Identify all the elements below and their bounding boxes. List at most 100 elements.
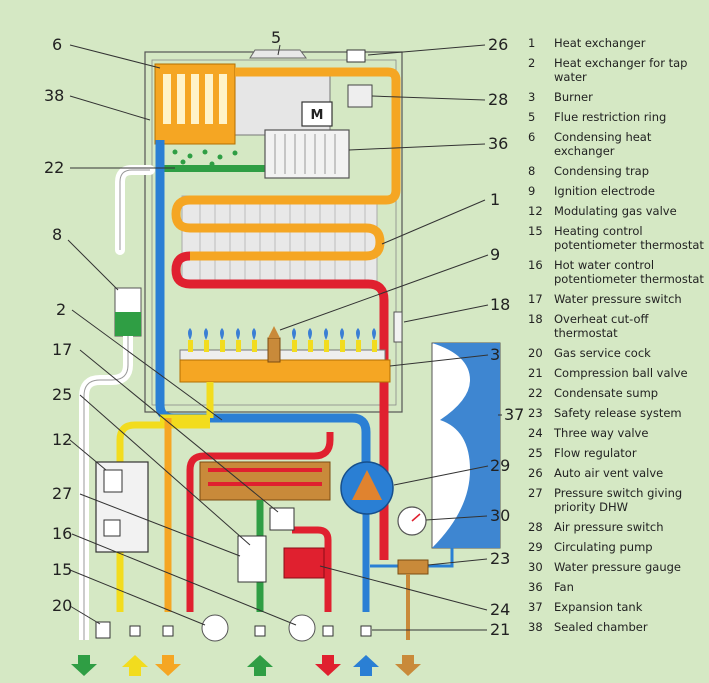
legend-text: Gas service cock — [554, 346, 651, 360]
legend-number: 26 — [528, 466, 543, 480]
legend-text: Condensate sump — [554, 386, 659, 400]
heating-flow-red-pipe — [186, 432, 334, 612]
callout-24: 24 — [490, 600, 510, 619]
legend-text: Sealed chamber — [554, 620, 648, 634]
legend-item: 3 Burner — [528, 90, 706, 104]
legend-number: 5 — [528, 110, 536, 124]
callout-29: 29 — [490, 456, 510, 475]
legend-item: 6 Condensing heat exchanger — [528, 130, 706, 158]
arrow-hot-water-out — [315, 655, 341, 676]
legend-text: Air pressure switch — [554, 520, 664, 534]
legend-number: 9 — [528, 184, 536, 198]
legend-number: 1 — [528, 36, 536, 50]
callout-18: 18 — [490, 295, 510, 314]
legend-text: Circulating pump — [554, 540, 653, 554]
three-way-valve — [283, 547, 325, 579]
legend-number: 38 — [528, 620, 543, 634]
hot-water-outlet-pipe — [292, 526, 332, 612]
callout-21: 21 — [490, 620, 510, 639]
legend-item: 15 Heating control potentiometer thermost… — [528, 224, 706, 252]
callout-20: 20 — [52, 596, 72, 615]
circulating-pump-arrow — [352, 470, 382, 500]
legend-number: 22 — [528, 386, 543, 400]
arrow-condensate-out — [71, 655, 97, 676]
fan — [264, 129, 350, 179]
legend-text: Expansion tank — [554, 600, 643, 614]
legend-item: 23 Safety release system — [528, 406, 706, 420]
legend-number: 27 — [528, 486, 543, 500]
legend-number: 29 — [528, 540, 543, 554]
gas-valve-coil — [103, 469, 123, 493]
air-pressure-switch — [347, 84, 373, 108]
legend-number: 23 — [528, 406, 543, 420]
callout-15: 15 — [52, 560, 72, 579]
safety-release-valve — [397, 559, 429, 575]
callout-28: 28 — [488, 90, 508, 109]
heat-exchanger-fins — [181, 195, 378, 283]
callout-25: 25 — [52, 385, 72, 404]
legend-number: 36 — [528, 580, 543, 594]
callout-26: 26 — [488, 35, 508, 54]
heating-return-pipe — [155, 140, 371, 470]
legend-number: 12 — [528, 204, 543, 218]
legend-text: Condensing heat exchanger — [554, 130, 652, 158]
legend-number: 21 — [528, 366, 543, 380]
gas-service-cock — [95, 621, 111, 639]
arrow-safety-drain — [395, 655, 421, 676]
overheat-thermostat — [393, 311, 403, 343]
callout-9: 9 — [490, 245, 500, 264]
callout-30: 30 — [490, 506, 510, 525]
legend-number: 15 — [528, 224, 543, 238]
legend-text: Heating control potentiometer thermostat — [554, 224, 704, 252]
legend-text: Auto air vent valve — [554, 466, 664, 480]
callout-22: 22 — [44, 158, 64, 177]
legend-text: Condensing trap — [554, 164, 650, 178]
tap-water-heat-exchanger — [199, 461, 331, 501]
legend-number: 6 — [528, 130, 536, 144]
legend-number: 3 — [528, 90, 536, 104]
legend-text: Compression ball valve — [554, 366, 688, 380]
legend-text: Water pressure switch — [554, 292, 682, 306]
pressure-gauge-needle — [411, 513, 421, 522]
legend-text: Burner — [554, 90, 593, 104]
flow-arrows — [71, 655, 421, 676]
flue-pipe-outline — [119, 169, 150, 250]
sealed-chamber-inner — [151, 59, 397, 406]
legend-text: Ignition electrode — [554, 184, 655, 198]
callout-3: 3 — [490, 345, 500, 364]
legend-item: 1 Heat exchanger — [528, 36, 706, 50]
fan-blades — [274, 134, 336, 174]
heating-hot-pipe — [171, 251, 389, 560]
callout-6: 6 — [52, 35, 62, 54]
callout-17: 17 — [52, 340, 72, 359]
legend-number: 20 — [528, 346, 543, 360]
legend-text: Safety release system — [554, 406, 682, 420]
ignition-electrode-tip — [268, 326, 280, 338]
legend-text: Fan — [554, 580, 574, 594]
callout-5: 5 — [271, 28, 281, 47]
expansion-tank-water — [432, 343, 500, 548]
burner-flames — [188, 328, 376, 340]
heating-flow-pipe — [171, 67, 401, 261]
legend-text: Flow regulator — [554, 446, 637, 460]
fan-motor-letter: M — [311, 108, 324, 123]
bottom-valves — [129, 625, 372, 637]
expansion-tank-pipe — [370, 548, 454, 568]
legend-text: Heat exchanger — [554, 36, 646, 50]
arrow-gas-in — [122, 655, 148, 676]
water-pressure-switch — [269, 507, 295, 531]
legend-number: 24 — [528, 426, 543, 440]
arrow-cold-water-in — [247, 655, 273, 676]
drain-pipe-outline — [83, 336, 129, 640]
burner-manifold — [179, 349, 386, 361]
auto-air-vent-valve — [346, 49, 366, 63]
callout-12: 12 — [52, 430, 72, 449]
